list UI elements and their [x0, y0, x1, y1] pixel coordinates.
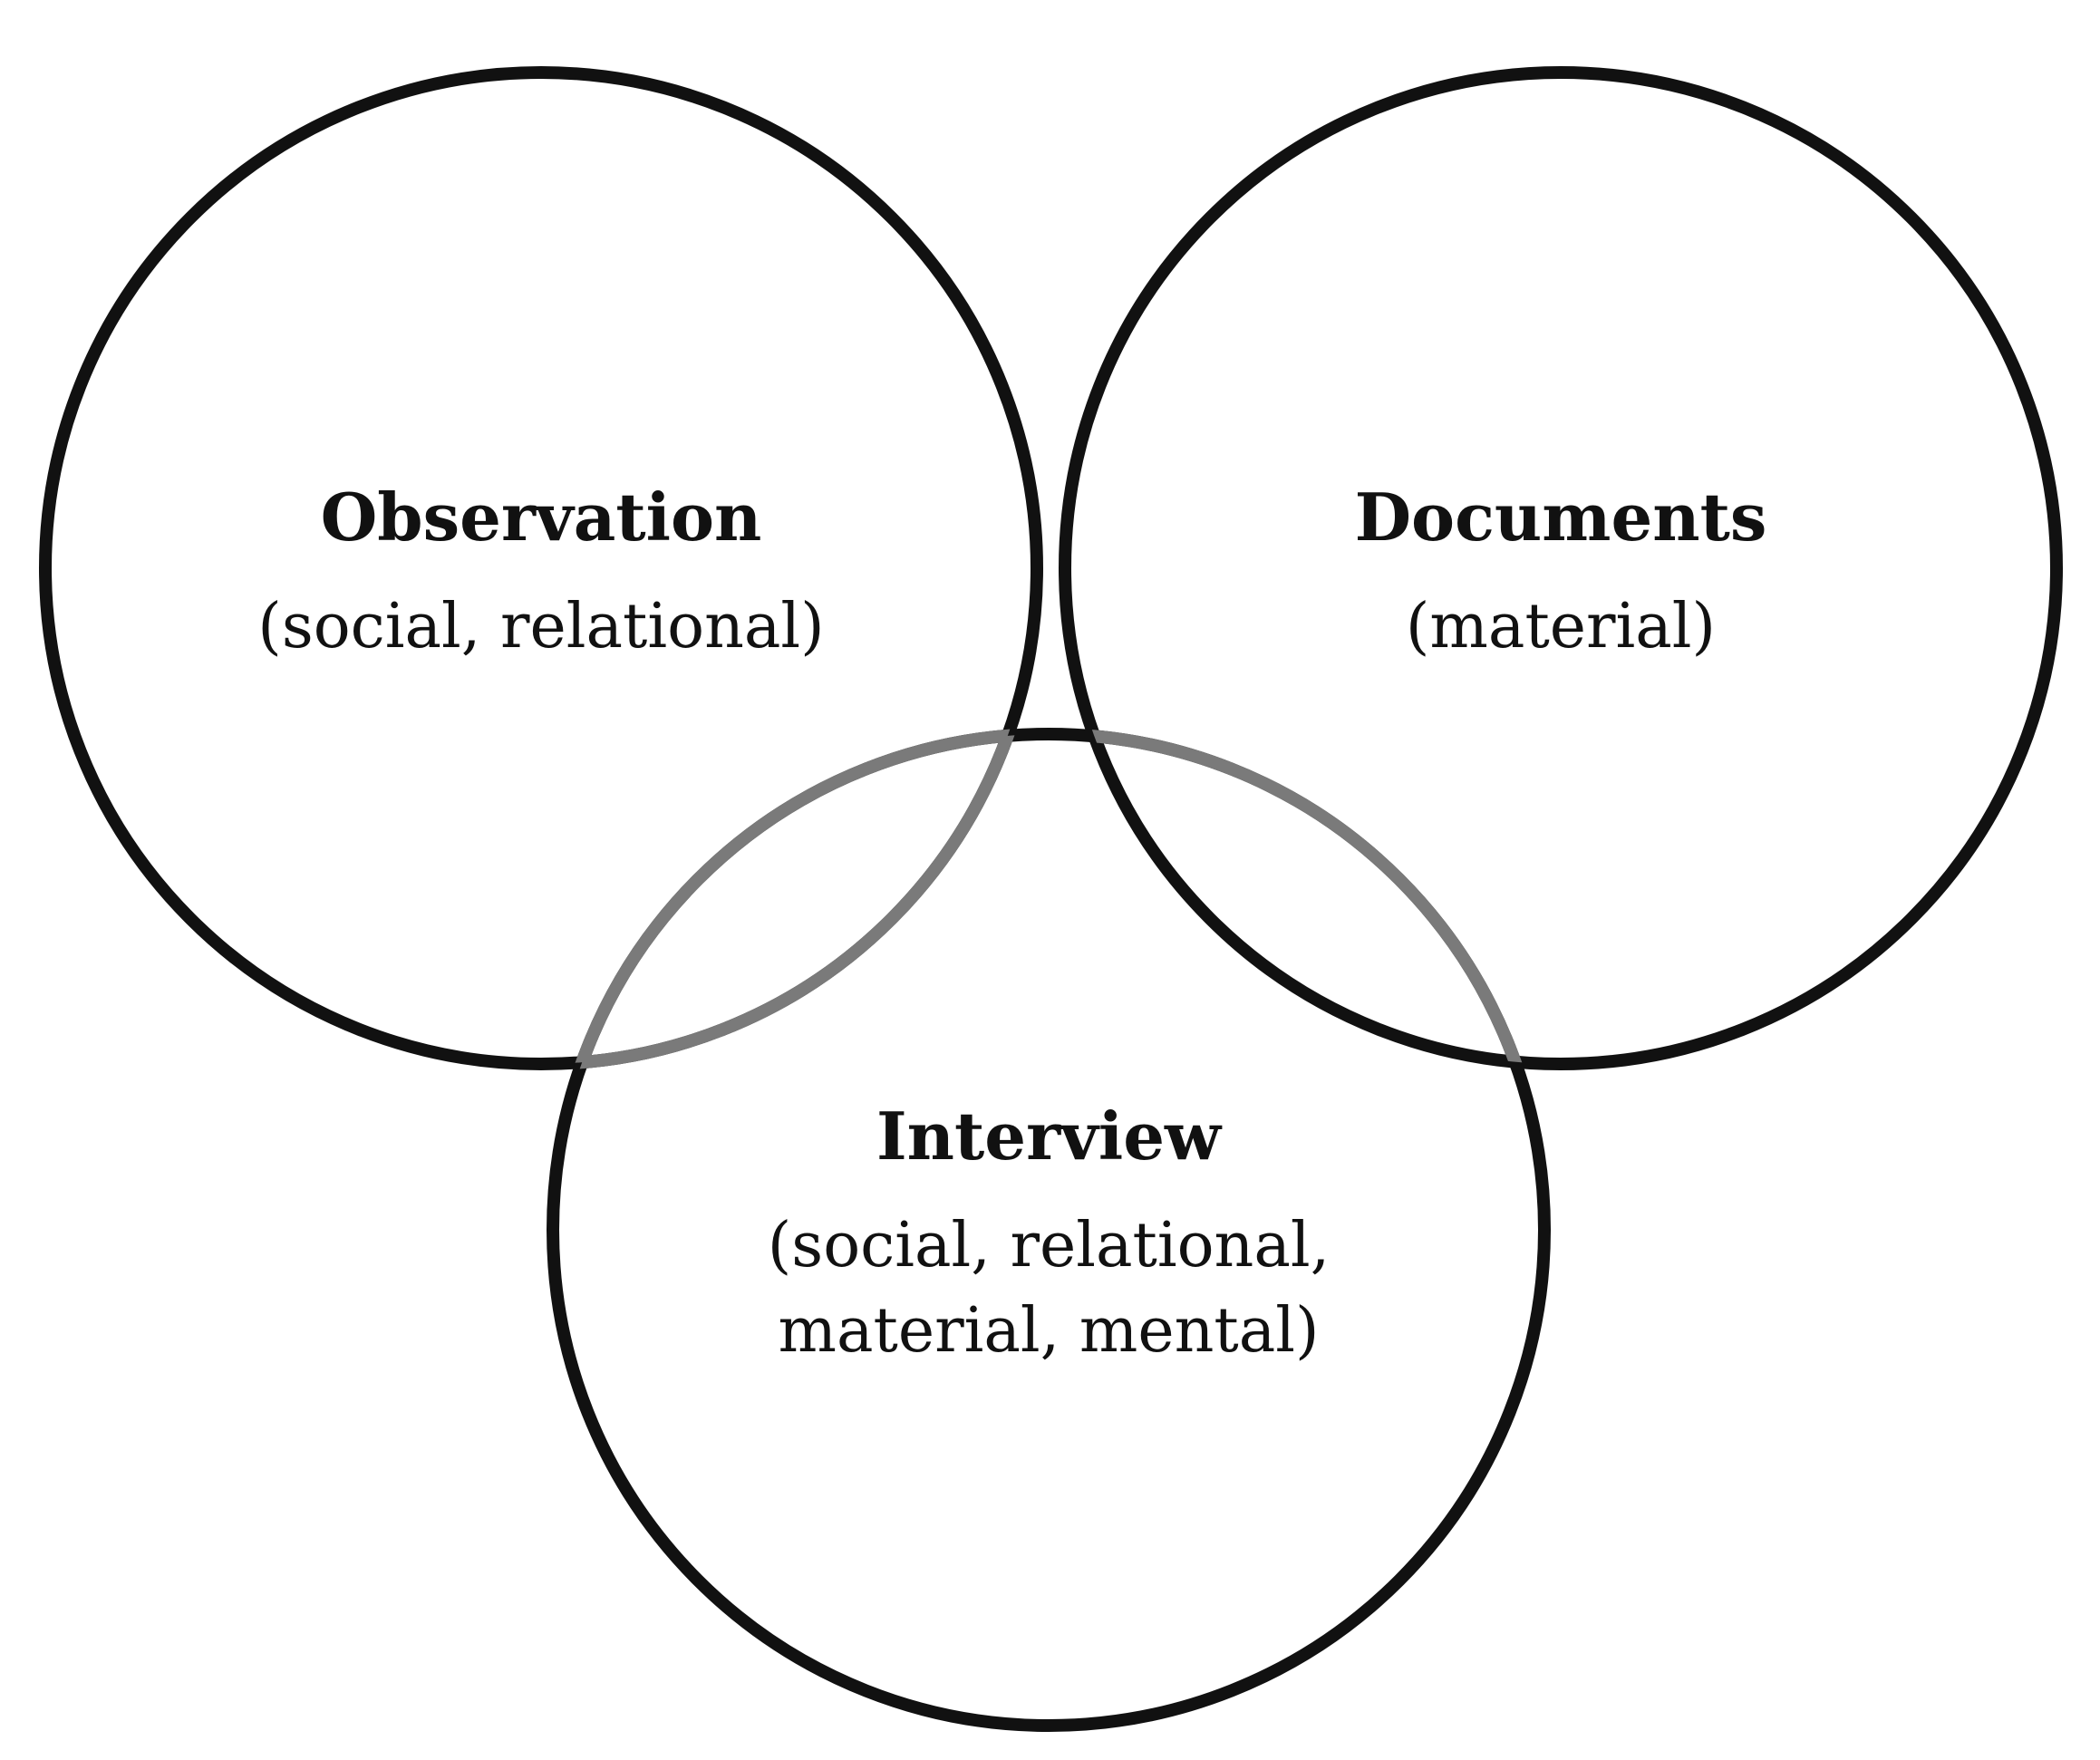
observation-label: Observation (social, relational) [257, 485, 824, 670]
documents-circle [1059, 66, 2063, 1070]
observation-description: (social, relational) [257, 591, 825, 662]
interview-description: (social, relational, material, mental) [767, 1210, 1331, 1367]
observation-title: Observation [320, 479, 762, 556]
observation-circle [39, 66, 1043, 1070]
documents-label: Documents (material) [1355, 485, 1767, 670]
interview-label: Interview (social, relational, material,… [768, 1104, 1330, 1374]
interview-title: Interview [876, 1098, 1221, 1175]
interview-circle [547, 728, 1551, 1732]
documents-description: (material) [1405, 591, 1717, 662]
documents-title: Documents [1354, 479, 1767, 556]
